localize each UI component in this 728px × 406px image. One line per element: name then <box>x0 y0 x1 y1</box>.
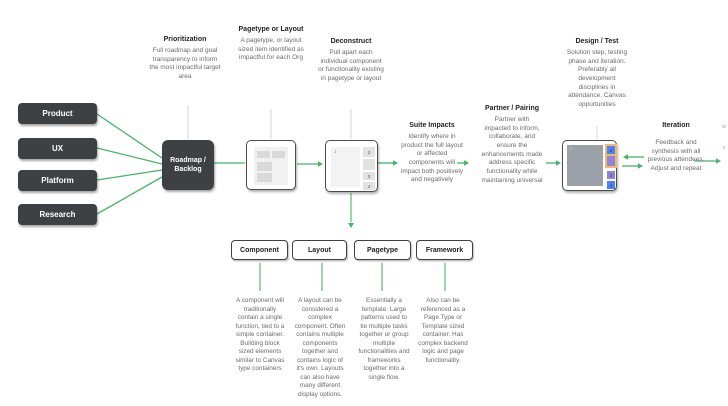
stage-title: Design / Test <box>575 38 619 45</box>
design-test-thumbnail-icon: 1 2 3 4 <box>562 140 617 191</box>
org-box-platform: Platform <box>18 170 97 191</box>
category-description-framework: Also can be referenced as a Page Type or… <box>418 297 468 364</box>
category-label: Layout <box>308 246 331 254</box>
stage-description: Full roadmap and goal transparency to in… <box>149 47 221 81</box>
category-description-layout: A layout can be considered a complex com… <box>294 297 346 398</box>
stage-title: Suite Impacts <box>409 122 455 129</box>
region-cell: 4 <box>363 182 375 190</box>
stage-title: Deconstruct <box>330 38 372 45</box>
stage-design-test: Design / Test Solution step, testing pha… <box>563 37 631 110</box>
category-label: Framework <box>425 246 464 254</box>
deconstruct-thumbnail-icon: 1 2 3 4 <box>325 140 378 192</box>
org-box-research: Research <box>18 204 97 225</box>
org-label: Platform <box>41 176 74 185</box>
hub-label: Roadmap / Backlog <box>170 156 206 173</box>
stage-iteration: Iteration Feedback and synthesis with al… <box>644 121 708 174</box>
region-cell: 4 <box>607 181 615 189</box>
org-box-product: Product <box>18 103 97 124</box>
region-cell: 2 <box>607 146 615 154</box>
stage-pagetype-or-layout: Pagetype or Layout A pagetype, or layout… <box>237 25 305 63</box>
category-label: Pagetype <box>366 246 399 254</box>
pagetype-layout-thumbnail-icon <box>246 140 296 190</box>
wireframe-main-region: 1 <box>331 147 360 187</box>
stage-suite-impacts: Suite Impacts Identify where in product … <box>399 121 465 185</box>
wireframe-main-region: 1 <box>567 145 603 186</box>
roadmap-backlog-node: Roadmap / Backlog <box>162 140 214 190</box>
region-cell <box>607 156 615 166</box>
stage-title: Prioritization <box>163 36 207 43</box>
offscreen-text-fragment: w <box>722 124 726 130</box>
region-number: 1 <box>334 149 337 154</box>
category-box-component: Component <box>231 240 288 260</box>
category-box-framework: Framework <box>416 240 473 260</box>
stage-description: Feedback and synthesis with all previous… <box>647 139 705 173</box>
org-box-ux: UX <box>18 138 97 159</box>
region-cell <box>363 159 375 170</box>
offscreen-text-fragment: v <box>723 145 726 151</box>
stage-title: Partner / Pairing <box>484 105 540 112</box>
stage-description: Identify where in product the full layou… <box>400 133 464 184</box>
wireframe-block <box>257 162 272 171</box>
stage-deconstruct: Deconstruct Pull apart each individual c… <box>317 37 385 84</box>
org-label: Research <box>39 210 76 219</box>
category-box-pagetype: Pagetype <box>354 240 411 260</box>
region-cell: 3 <box>607 171 615 179</box>
category-description-pagetype: Essentially a template. Large patterns u… <box>358 297 410 381</box>
wireframe-panel <box>254 147 288 185</box>
stage-description: Pull apart each individual component or … <box>318 49 384 83</box>
wireframe-block <box>272 151 285 158</box>
stage-partner-pairing: Partner / Pairing Partner with impacted … <box>481 104 543 185</box>
region-cell: 2 <box>363 147 375 157</box>
org-label: UX <box>51 144 64 153</box>
org-label: Product <box>42 109 73 118</box>
region-cell: 3 <box>363 172 375 180</box>
category-box-layout: Layout <box>292 240 347 260</box>
stage-title: Iteration <box>662 122 690 129</box>
stage-description: Partner with impacted to inform, collabo… <box>481 116 543 184</box>
category-description-component: A component will traditionally contain a… <box>235 297 285 373</box>
stage-prioritization: Prioritization Full roadmap and goal tra… <box>149 35 221 82</box>
region-number: 1 <box>570 146 573 151</box>
stage-description: Solution step, testing phase and iterati… <box>566 49 628 108</box>
stage-description: A pagetype, or layout sized item identif… <box>238 37 304 62</box>
wireframe-block <box>257 151 270 158</box>
category-label: Component <box>240 246 279 254</box>
wireframe-block <box>257 173 272 182</box>
stage-title: Pagetype or Layout <box>238 26 304 33</box>
